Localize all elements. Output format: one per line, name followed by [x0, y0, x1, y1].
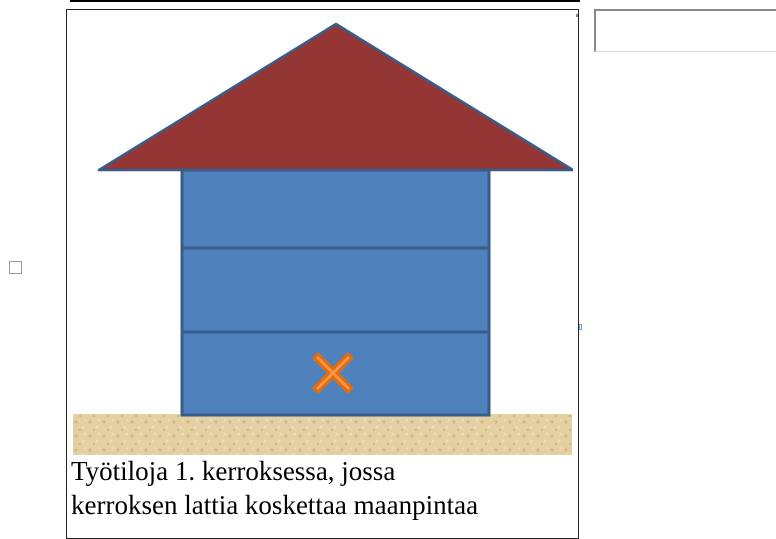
- ground: [73, 414, 572, 455]
- caption-line-1: Työtiloja 1. kerroksessa, jossa: [71, 456, 396, 486]
- top-divider: [70, 0, 580, 2]
- resize-handle-top[interactable]: [576, 14, 578, 17]
- side-text-input[interactable]: [594, 9, 776, 52]
- resize-handle-mid[interactable]: [579, 324, 582, 330]
- caption-line-2: kerroksen lattia koskettaa maanpintaa: [71, 490, 479, 520]
- figure-card: Työtiloja 1. kerroksessa, jossa kerrokse…: [66, 9, 579, 539]
- x-mark-icon: [312, 352, 354, 394]
- house-roof: [97, 22, 573, 172]
- house-illustration: [73, 22, 573, 455]
- select-checkbox[interactable]: [9, 261, 22, 274]
- figure-caption: Työtiloja 1. kerroksessa, jossa kerrokse…: [71, 454, 576, 522]
